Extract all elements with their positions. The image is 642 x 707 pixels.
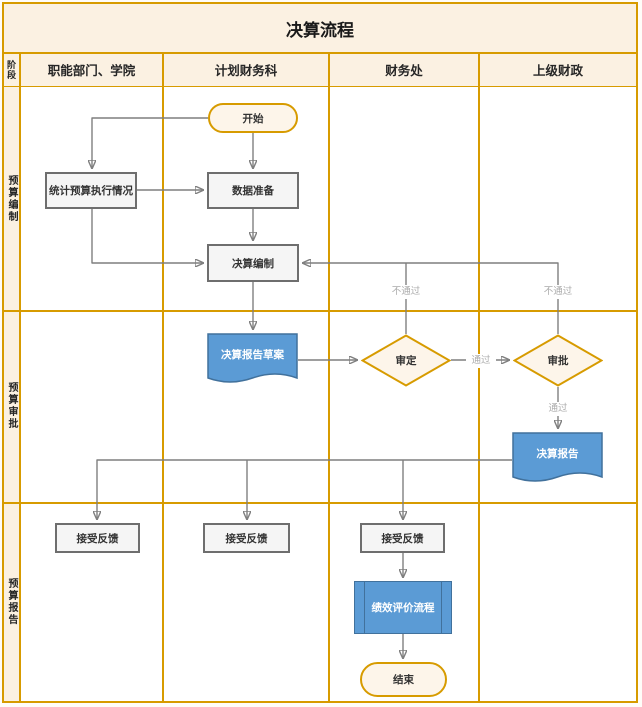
draft-report-document: 决算报告草案 <box>207 333 298 388</box>
page-title: 决算流程 <box>286 20 354 40</box>
grid-vline-col3 <box>478 52 480 701</box>
diamond-shape-icon <box>512 334 604 387</box>
stat-budget-exec-node: 统计预算执行情况 <box>45 172 137 209</box>
stage-column-band <box>4 87 19 701</box>
title-band <box>4 4 636 52</box>
stage-label-budget-report: 预算报告 <box>6 577 17 626</box>
edge-label-fail-review: 不通过 <box>384 285 428 299</box>
document-shape-icon <box>512 432 603 482</box>
header-band <box>4 52 636 87</box>
subprocess-bar <box>364 582 365 633</box>
approve-label: 审批 <box>547 355 569 367</box>
grid-hline-title <box>4 52 636 54</box>
final-compile-node: 决算编制 <box>207 244 299 282</box>
final-report-label: 决算报告 <box>536 447 579 460</box>
diamond-shape-icon <box>360 334 452 387</box>
stage-label-budget-compile: 预算编制 <box>6 174 17 223</box>
subprocess-bar <box>441 582 442 633</box>
end-node: 结束 <box>360 662 447 697</box>
feedback-node-finance: 接受反馈 <box>360 523 445 553</box>
feedback-node-planning: 接受反馈 <box>203 523 290 553</box>
feedback-node-depts: 接受反馈 <box>55 523 140 553</box>
stage-header: 阶段 <box>6 59 16 80</box>
edge-label-pass-review: 通过 <box>466 354 496 368</box>
data-prep-node: 数据准备 <box>207 172 299 209</box>
perf-eval-label: 绩效评价流程 <box>371 602 435 614</box>
grid-hline-row2 <box>4 502 636 504</box>
grid-hline-header <box>4 85 636 87</box>
column-header-higher-finance: 上级财政 <box>532 64 583 78</box>
grid-vline-col1 <box>162 52 164 701</box>
approve-decision: 审批 <box>512 334 604 387</box>
grid-vline-stage <box>19 52 21 701</box>
final-report-document: 决算报告 <box>512 432 603 487</box>
column-header-depts: 职能部门、学院 <box>47 64 136 78</box>
stage-label-budget-approval: 预算审批 <box>6 382 17 430</box>
draft-report-label: 决算报告草案 <box>221 348 284 361</box>
edge-label-fail-approve: 不通过 <box>536 285 580 299</box>
edge-label-pass-approve: 通过 <box>543 402 573 416</box>
grid-hline-row1 <box>4 310 636 312</box>
column-header-finance-office: 财务处 <box>385 64 423 78</box>
column-header-planning-finance: 计划财务科 <box>214 64 278 78</box>
perf-eval-subprocess: 绩效评价流程 <box>354 581 452 634</box>
start-node: 开始 <box>208 103 298 133</box>
document-shape-icon <box>207 333 298 383</box>
review-label: 审定 <box>395 355 417 367</box>
grid-vline-col2 <box>328 52 330 701</box>
review-decision: 审定 <box>360 334 452 387</box>
